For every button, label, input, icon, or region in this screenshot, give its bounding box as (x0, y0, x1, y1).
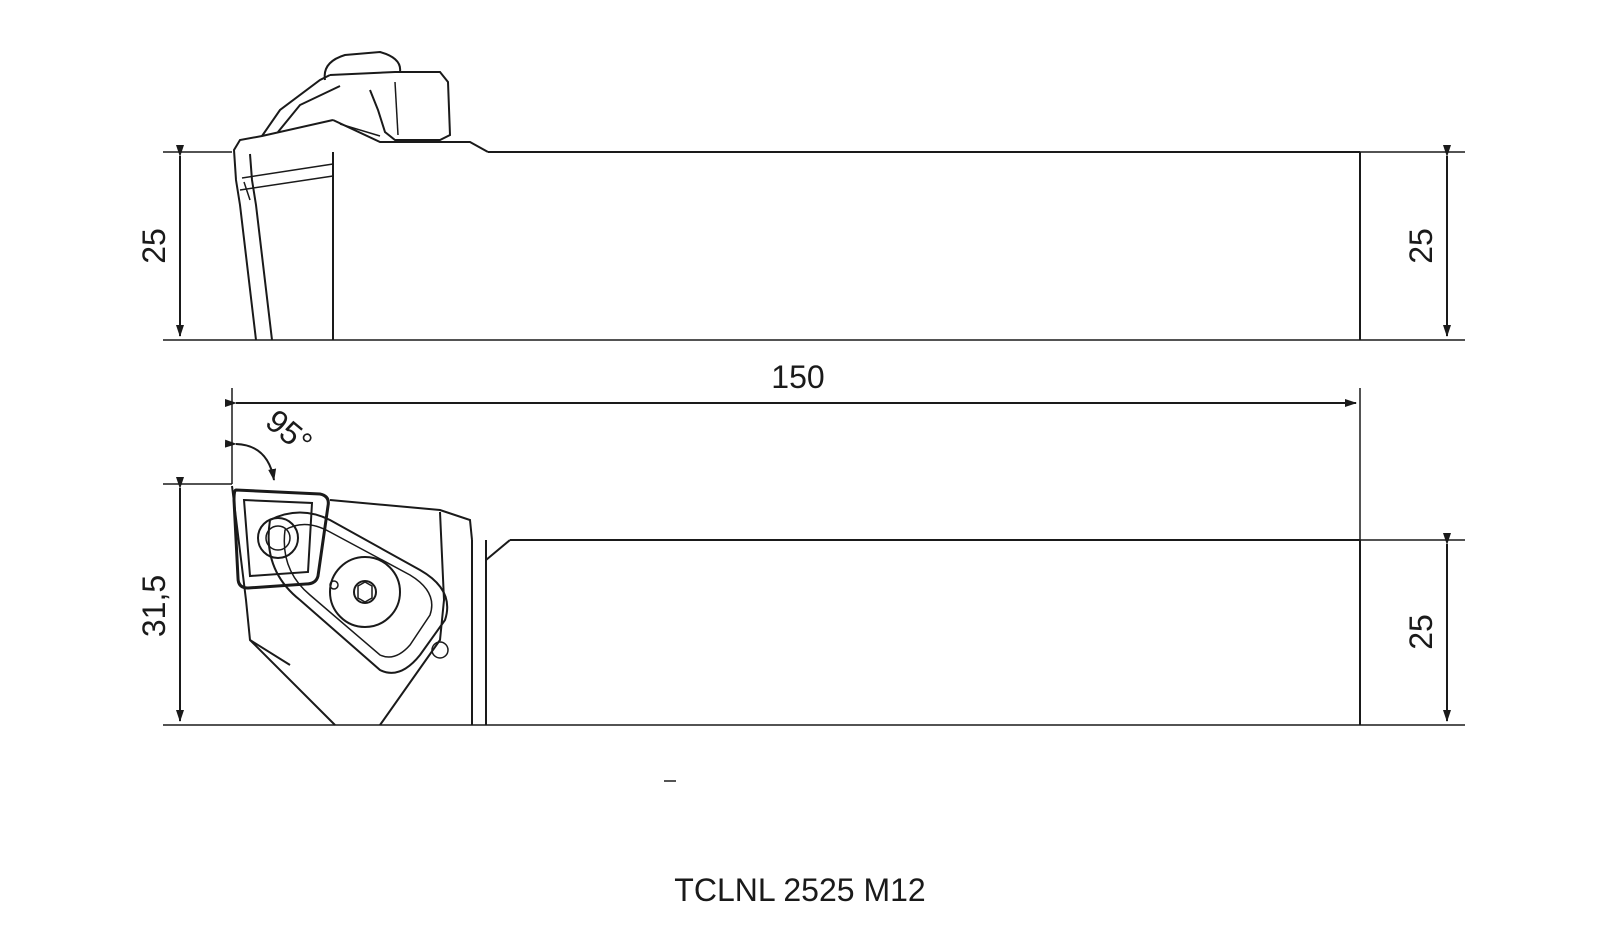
dim-top-left-label: 31,5 (136, 575, 172, 637)
dim-overall-length-label: 150 (771, 359, 824, 395)
dim-side-right-label: 25 (1403, 228, 1439, 264)
top-view (163, 483, 1465, 726)
dim-top-right-label: 25 (1403, 614, 1439, 650)
model-label: TCLNL 2525 M12 (674, 872, 926, 908)
dim-overall-length: 150 (225, 359, 1361, 540)
dim-top-right: 25 (1403, 533, 1451, 722)
side-view (163, 50, 1465, 341)
dim-side-left: 25 (136, 145, 184, 337)
dim-top-left: 31,5 (136, 477, 184, 722)
dim-angle: 95° (224, 402, 319, 481)
dim-side-right: 25 (1403, 145, 1451, 337)
dim-side-left-label: 25 (136, 228, 172, 264)
dim-angle-label: 95° (259, 402, 319, 461)
